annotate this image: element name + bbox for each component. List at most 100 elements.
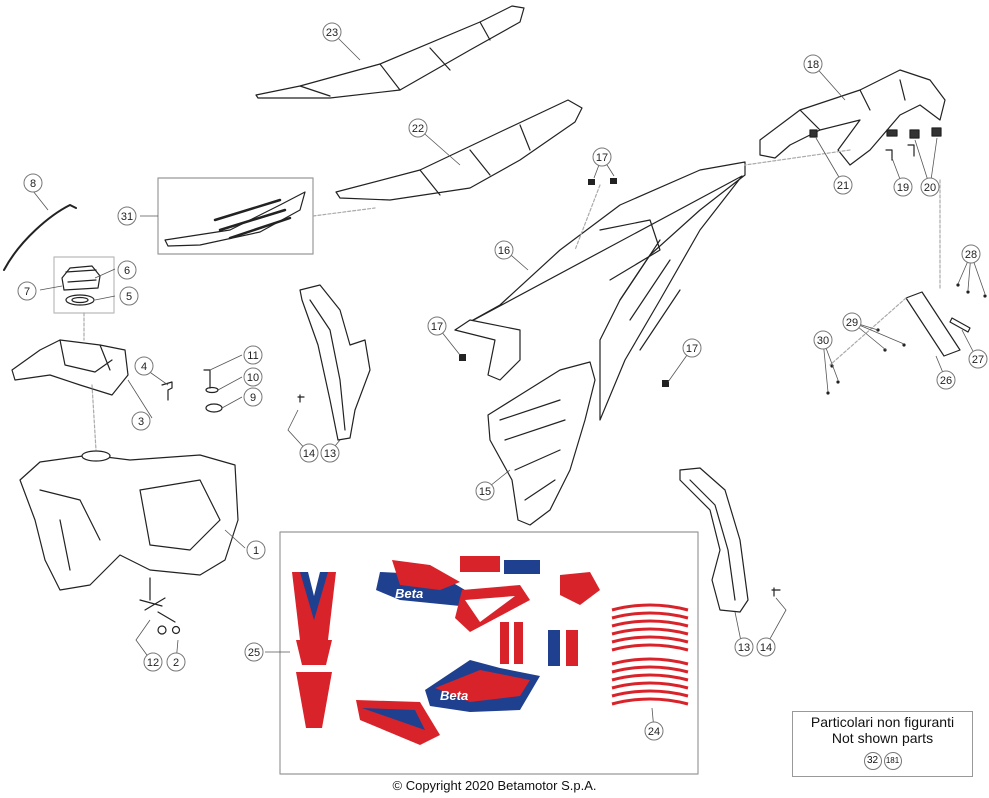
copyright: © Copyright 2020 Betamotor S.p.A. [392,778,597,793]
callout-30: 30 [813,330,833,350]
callout-13-right: 13 [734,637,754,657]
svg-text:15: 15 [479,486,491,498]
svg-text:14: 14 [303,448,315,460]
not-shown-title-en: Not shown parts [831,730,934,746]
callout-26: 26 [936,370,956,390]
svg-text:30: 30 [817,335,829,347]
svg-text:4: 4 [141,361,147,373]
svg-text:5: 5 [126,291,132,303]
decal-artwork: Beta Beta [292,556,689,745]
callouts: 1 2 3 4 5 6 7 8 9 10 11 12 13 13 14 14 1… [17,22,988,741]
callout-17-left: 17 [427,316,447,336]
svg-text:2: 2 [173,657,179,669]
callout-10: 10 [243,367,263,387]
svg-text:20: 20 [924,182,936,194]
radiator-guard-left-drawing [297,284,371,441]
svg-text:23: 23 [326,27,338,39]
callout-21: 21 [833,175,853,195]
callout-28: 28 [961,244,981,264]
callout-13-left: 13 [320,443,340,463]
callout-4: 4 [134,356,154,376]
tank-bracket-drawing [11,339,129,396]
svg-text:9: 9 [250,392,256,404]
callout-18: 18 [803,54,823,74]
svg-text:13: 13 [324,448,336,460]
svg-text:1: 1 [253,545,259,557]
callout-24: 24 [644,721,664,741]
rear-frame-cover-drawing [454,161,746,421]
vent-hose [3,204,77,271]
beta-logo-lower: Beta [440,688,468,703]
callout-17-top: 17 [592,147,612,167]
radiator-guard-right-drawing [679,467,781,613]
callout-19: 19 [893,177,913,197]
svg-text:31: 31 [121,211,133,223]
svg-text:27: 27 [972,354,984,366]
svg-text:28: 28 [965,249,977,261]
tank-mount-hardware [203,369,223,413]
svg-text:22: 22 [412,123,424,135]
callout-12: 12 [143,652,163,672]
callout-5: 5 [119,286,139,306]
svg-text:14: 14 [760,642,772,654]
svg-text:24: 24 [648,726,660,738]
fuel-cap-drawing [53,256,115,314]
callout-15: 15 [475,481,495,501]
callout-1: 1 [246,540,266,560]
fuel-tap-drawing [139,577,181,635]
decal-kit-box [279,531,699,775]
callout-11: 11 [243,345,263,365]
svg-text:12: 12 [147,657,159,669]
callout-9: 9 [243,387,263,407]
callout-17-right: 17 [682,338,702,358]
callout-25: 25 [244,642,264,662]
callout-8: 8 [23,173,43,193]
not-shown-ref: 32 [863,752,882,770]
svg-text:26: 26 [940,375,952,387]
plate-screws [826,283,987,395]
side-panel-drawing [487,361,596,526]
callout-6: 6 [117,260,137,280]
tank-screw [161,381,173,401]
callout-29: 29 [842,312,862,332]
license-plate-drawing [905,291,971,357]
callout-22: 22 [408,118,428,138]
callout-7: 7 [17,281,37,301]
callout-20: 20 [920,177,940,197]
rear-fender-drawing [759,69,946,166]
seat-lower-drawing [335,99,583,201]
svg-text:7: 7 [24,286,30,298]
svg-text:17: 17 [686,343,698,355]
svg-text:13: 13 [738,642,750,654]
callout-14-right: 14 [756,637,776,657]
callout-16: 16 [494,240,514,260]
svg-text:17: 17 [431,321,443,333]
screws-17 [459,178,669,387]
svg-text:11: 11 [247,350,258,362]
svg-text:3: 3 [138,416,144,428]
seat-detail-box [157,177,376,255]
svg-text:10: 10 [247,372,259,384]
svg-text:19: 19 [897,182,909,194]
fuel-tank-drawing [19,450,239,591]
callout-3: 3 [131,411,151,431]
svg-text:16: 16 [498,245,510,257]
svg-text:21: 21 [837,180,849,192]
callout-23: 23 [322,22,342,42]
svg-text:8: 8 [30,178,36,190]
svg-text:25: 25 [248,647,260,659]
svg-text:18: 18 [807,59,819,71]
svg-text:29: 29 [846,317,858,329]
not-shown-ref: 181 [883,752,902,770]
not-shown-title-it: Particolari non figuranti [810,714,955,730]
callout-31: 31 [117,206,137,226]
not-shown-parts-box: Particolari non figuranti Not shown part… [792,711,973,777]
svg-text:17: 17 [596,152,608,164]
seat-upper-drawing [255,5,525,99]
callout-14-left: 14 [299,443,319,463]
callout-27: 27 [968,349,988,369]
fender-screws [809,127,942,161]
beta-logo-upper: Beta [395,586,423,601]
svg-text:6: 6 [124,265,130,277]
